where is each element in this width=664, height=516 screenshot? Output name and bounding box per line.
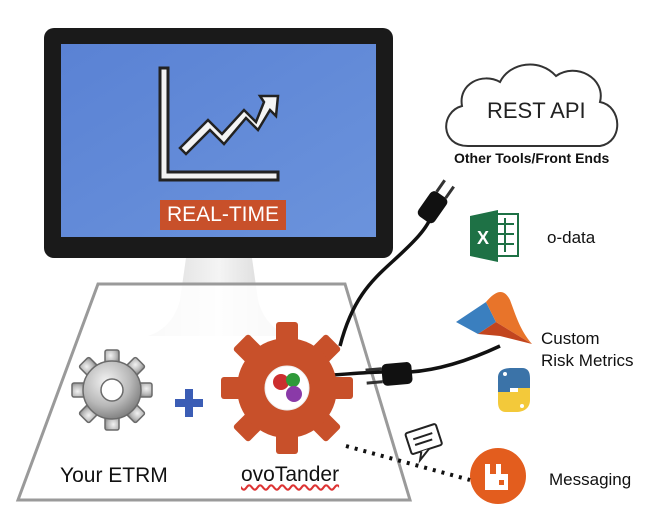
plug-icon	[365, 362, 413, 386]
gear-icon	[71, 349, 153, 431]
custom-risk-line1: Custom	[541, 329, 600, 348]
message-icon	[404, 423, 443, 464]
excel-icon: X	[470, 210, 519, 262]
other-tools-label: Other Tools/Front Ends	[454, 150, 610, 166]
messaging-label: Messaging	[549, 470, 632, 489]
platform-outline	[15, 282, 413, 502]
plug-icon	[417, 179, 455, 224]
custom-risk-metrics-label: Custom Risk Metrics	[541, 328, 634, 372]
matlab-icon	[456, 291, 532, 344]
svg-text:X: X	[477, 228, 489, 248]
your-etrm-label: Your ETRM	[60, 464, 168, 487]
monitor	[44, 28, 393, 336]
cloud-icon	[445, 63, 619, 147]
plus-icon	[175, 389, 203, 417]
cable-right	[409, 344, 501, 374]
python-icon	[498, 368, 530, 412]
rabbitmq-icon	[470, 448, 526, 504]
ovotander-label: ovoTander	[241, 463, 339, 487]
realtime-badge: REAL-TIME	[160, 200, 286, 230]
rest-api-label: REST API	[487, 98, 586, 123]
odata-label: o-data	[547, 228, 596, 247]
cable-top	[338, 213, 434, 347]
ovotander-logo	[264, 365, 310, 411]
ovotander-gear-icon	[221, 322, 353, 454]
ovotander-text: ovoTander	[241, 463, 340, 486]
messaging-connector	[345, 444, 471, 482]
trend-chart-icon	[158, 66, 280, 182]
custom-risk-line2: Risk Metrics	[541, 351, 634, 370]
